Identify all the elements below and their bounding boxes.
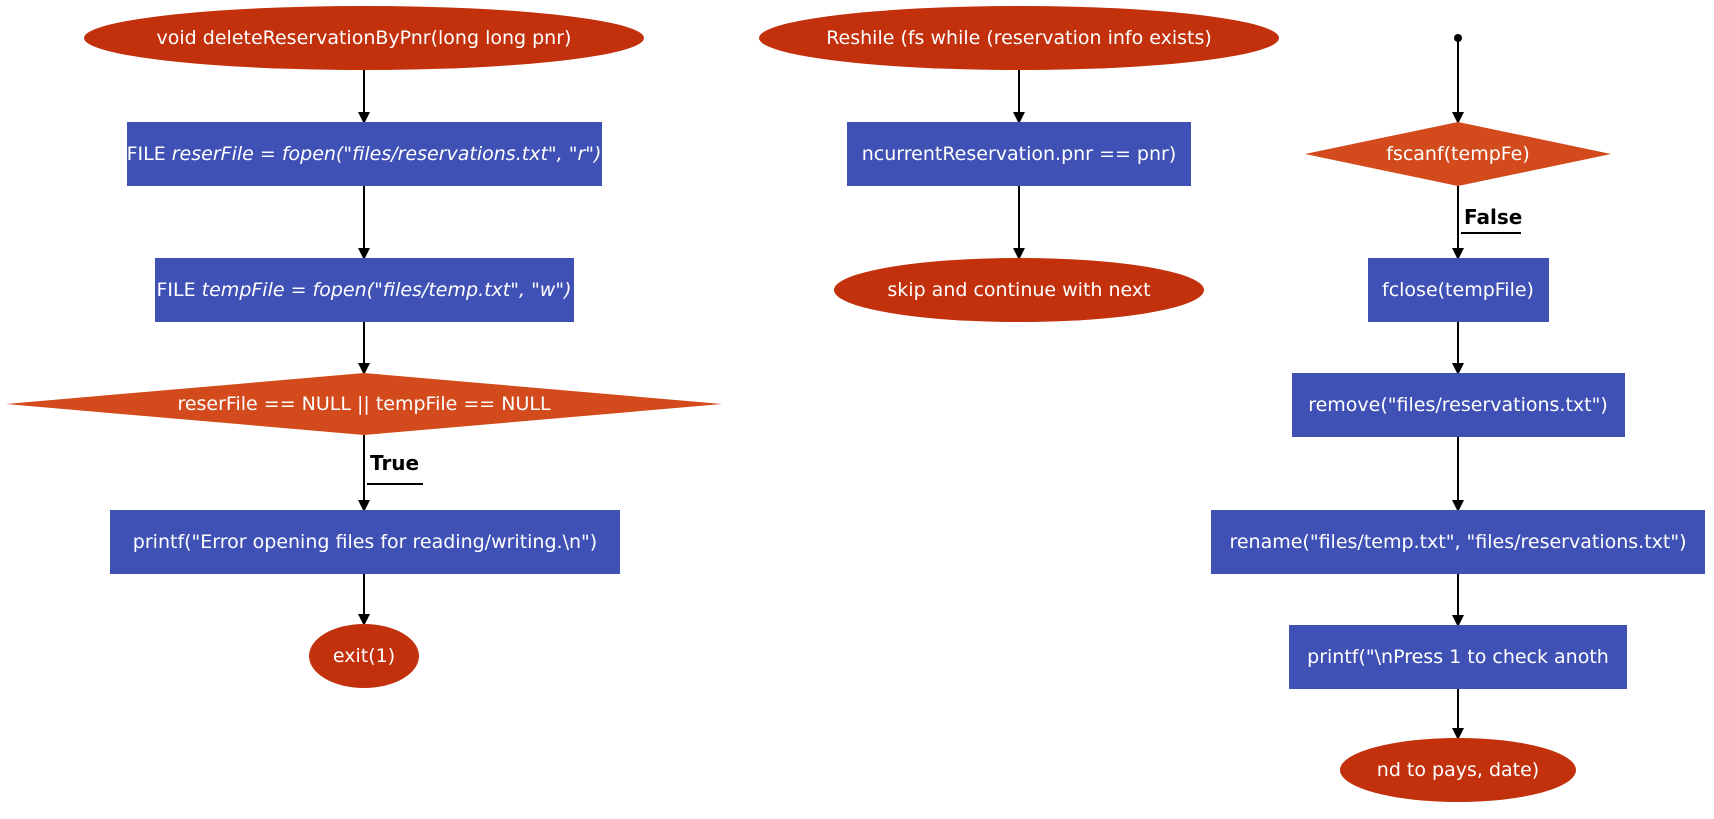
open-reser-file-shape xyxy=(127,122,602,186)
press-printf-node[interactable]: printf("\nPress 1 to check anoth xyxy=(1289,625,1627,689)
start-node-label: void deleteReservationByPnr(long long pn… xyxy=(157,27,572,49)
end-node-shape xyxy=(1340,738,1576,802)
fscanf-decision-shape xyxy=(1305,122,1611,186)
exit-node-label: exit(1) xyxy=(333,645,395,667)
rename-node[interactable]: rename("files/temp.txt", "files/reservat… xyxy=(1211,510,1705,574)
skip-node-label: skip and continue with next xyxy=(887,279,1150,301)
rename-label: rename("files/temp.txt", "files/reservat… xyxy=(1229,531,1686,553)
fclose-label: fclose(tempFile) xyxy=(1382,279,1534,301)
end-node-label: nd to pays, date) xyxy=(1377,759,1539,781)
loop-node[interactable]: Reshile (fs while (reservation info exis… xyxy=(759,6,1279,70)
true-edge-label-text: True xyxy=(370,451,419,475)
error-printf-label: printf("Error opening files for reading/… xyxy=(133,531,597,553)
file-null-decision-shape xyxy=(6,373,722,435)
remove-node[interactable]: remove("files/reservations.txt") xyxy=(1292,373,1625,437)
column-delete-reservation: void deleteReservationByPnr(long long pn… xyxy=(6,6,722,688)
false-edge-label-text: False xyxy=(1464,205,1522,229)
skip-node[interactable]: skip and continue with next xyxy=(834,258,1204,322)
fclose-node[interactable]: fclose(tempFile) xyxy=(1368,258,1549,322)
fscanf-decision-node[interactable]: fscanf(tempFe) xyxy=(1305,122,1611,186)
true-edge-label: True xyxy=(367,451,423,485)
open-temp-file-label: FILE tempFile = fopen("files/temp.txt", … xyxy=(157,279,572,301)
loop-node-shape xyxy=(759,6,1279,70)
open-reser-file-expr: reserFile = fopen("files/reservations.tx… xyxy=(172,143,602,165)
error-printf-shape xyxy=(110,510,620,574)
pnr-check-node[interactable]: ncurrentReservation.pnr == pnr) xyxy=(847,122,1191,186)
fscanf-decision-label: fscanf(tempFe) xyxy=(1386,143,1530,165)
exit-node-shape xyxy=(309,624,419,688)
column-file-cleanup: fscanf(tempFe) False fclose(tempFile) re… xyxy=(1211,34,1705,802)
press-printf-shape xyxy=(1289,625,1627,689)
file-null-decision-node[interactable]: reserFile == NULL || tempFile == NULL xyxy=(6,373,722,435)
rename-shape xyxy=(1211,510,1705,574)
remove-shape xyxy=(1292,373,1625,437)
open-reser-file-type: FILE xyxy=(127,143,172,165)
pnr-check-shape xyxy=(847,122,1191,186)
open-reser-file-node[interactable]: FILE reserFile = fopen("files/reservatio… xyxy=(127,122,602,186)
remove-label: remove("files/reservations.txt") xyxy=(1308,394,1608,416)
press-printf-label: printf("\nPress 1 to check anoth xyxy=(1307,646,1609,668)
open-reser-file-label: FILE reserFile = fopen("files/reservatio… xyxy=(127,143,602,165)
open-temp-file-type: FILE xyxy=(157,279,202,301)
start-node-shape xyxy=(84,6,644,70)
open-temp-file-shape xyxy=(155,258,574,322)
open-temp-file-node[interactable]: FILE tempFile = fopen("files/temp.txt", … xyxy=(155,258,574,322)
fclose-shape xyxy=(1368,258,1549,322)
start-node[interactable]: void deleteReservationByPnr(long long pn… xyxy=(84,6,644,70)
end-node[interactable]: nd to pays, date) xyxy=(1340,738,1576,802)
column-reservation-loop: Reshile (fs while (reservation info exis… xyxy=(759,6,1279,322)
loop-node-label: Reshile (fs while (reservation info exis… xyxy=(826,27,1212,49)
pnr-check-label: ncurrentReservation.pnr == pnr) xyxy=(862,143,1177,165)
open-temp-file-expr: tempFile = fopen("files/temp.txt", "w") xyxy=(202,279,572,301)
file-null-decision-label: reserFile == NULL || tempFile == NULL xyxy=(177,393,550,415)
skip-node-shape xyxy=(834,258,1204,322)
exit-node[interactable]: exit(1) xyxy=(309,624,419,688)
false-edge-label: False xyxy=(1461,205,1522,234)
error-printf-node[interactable]: printf("Error opening files for reading/… xyxy=(110,510,620,574)
